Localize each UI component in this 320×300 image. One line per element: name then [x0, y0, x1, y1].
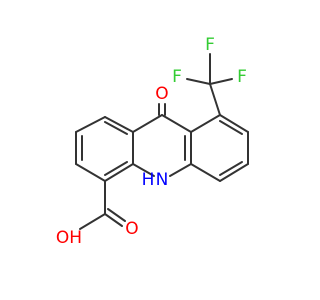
trifluoromethyl-group — [186, 53, 233, 116]
double-bond-inner — [104, 161, 128, 176]
nh-hydrogen-label: H — [142, 170, 155, 190]
bond — [186, 78, 211, 85]
bond — [104, 116, 134, 133]
ketone-oxygen-label: O — [155, 84, 168, 104]
carbonyl-oxygen-label: O — [125, 219, 138, 239]
bond — [79, 213, 106, 230]
molecule-canvas: O N H F F F OH O — [55, 35, 249, 248]
fluorine-label-right: F — [237, 67, 247, 87]
hydroxyl-oxygen-label: OH — [56, 228, 82, 248]
bond — [75, 163, 106, 182]
bond — [104, 163, 134, 182]
bond — [107, 208, 126, 222]
bond — [209, 83, 221, 116]
fluorine-label-top: F — [205, 35, 215, 55]
fluorine-label-left: F — [172, 67, 182, 87]
bond — [190, 163, 221, 182]
ketone-group — [158, 103, 166, 116]
bond — [209, 78, 233, 85]
carboxylic-acid-group — [79, 180, 126, 230]
double-bond-inner — [219, 161, 243, 176]
left-ring — [75, 116, 134, 182]
bond — [190, 114, 221, 133]
bond — [132, 163, 155, 177]
bond — [132, 114, 163, 133]
bond — [219, 114, 249, 133]
double-bond-inner — [219, 120, 243, 135]
right-ring — [190, 114, 249, 182]
nitrogen-label: N — [156, 170, 169, 190]
structure-diagram: O N H F F F OH O — [56, 35, 249, 248]
bond — [104, 213, 123, 227]
bond — [161, 114, 192, 133]
bond — [169, 163, 192, 177]
middle-ring — [132, 114, 192, 177]
bond — [75, 116, 106, 133]
bond — [219, 163, 249, 182]
double-bond-inner — [104, 121, 128, 135]
